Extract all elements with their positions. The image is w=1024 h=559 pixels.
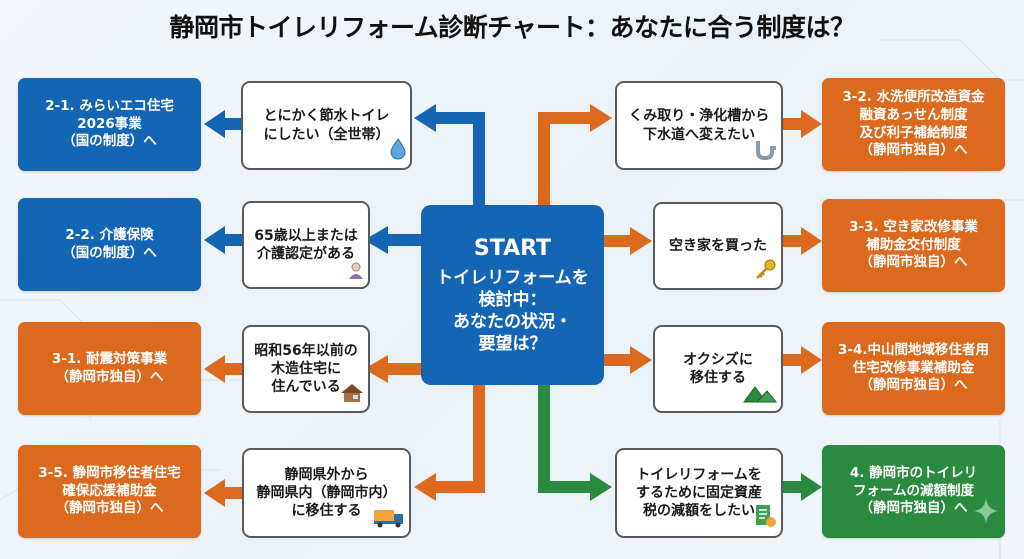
arrow-to-vacant-house (603, 227, 652, 255)
water-drop-icon (390, 120, 406, 165)
arrow-to-tax (538, 385, 612, 501)
condition-text: 空き家を買った (669, 237, 767, 254)
result-4-gengaku[interactable]: 4. 静岡市のトイレリ フォームの減額制度 （静岡市独自）へ (822, 445, 1005, 538)
arrow-to-elderly (364, 226, 425, 254)
result-3-5-ijusha-jutaku[interactable]: 3-5. 静岡市移住者住宅 確保応援補助金 （静岡市独自）へ (18, 445, 201, 538)
condition-text: とにかく節水トイレ にしたい（全世帯） (263, 108, 390, 143)
house-icon (340, 365, 364, 408)
condition-okushizu[interactable]: オクシズに 移住する (653, 325, 783, 413)
result-2-1-mirai-eco[interactable]: 2-1. みらいエコ住宅 2026事業 （国の制度）へ (18, 78, 201, 171)
condition-text: オクシズに 移住する (683, 351, 753, 386)
pipe-icon (755, 122, 777, 165)
result-3-4-chusankan[interactable]: 3-4.中山間地域移住者用 住宅改修事業補助金 （静岡市独自）へ (822, 322, 1005, 415)
condition-text: くみ取り・浄化槽から 下水道へ変えたい (628, 108, 770, 143)
result-text: 4. 静岡市のトイレリ フォームの減額制度 （静岡市独自）へ (849, 465, 978, 517)
result-3-3-akiya-kaishu[interactable]: 3-3. 空き家改修事業 補助金交付制度 （静岡市独自）へ (822, 199, 1005, 292)
arrow-to-r4 (783, 473, 822, 501)
condition-relocation-prefecture[interactable]: 静岡県外から 静岡県内（静岡市内） に移住する (242, 448, 411, 538)
start-question: トイレリフォームを 検討中： あなたの状況・ 要望は？ (436, 268, 589, 355)
key-icon (755, 240, 777, 285)
condition-text: 65歳以上または 介護認定がある (254, 227, 358, 262)
arrow-to-r3-3 (783, 227, 822, 255)
condition-vacant-house[interactable]: 空き家を買った (653, 202, 783, 290)
start-label: START (473, 235, 552, 261)
arrow-to-r3-2 (783, 110, 822, 138)
start-box[interactable]: START トイレリフォームを 検討中： あなたの状況・ 要望は？ (421, 205, 604, 385)
result-2-2-kaigo-hoken[interactable]: 2-2. 介護保険 （国の制度）へ (18, 198, 201, 291)
arrow-to-r3-1 (204, 355, 242, 383)
condition-old-house[interactable]: 昭和56年以前の 木造住宅に 住んでいる (242, 325, 370, 413)
truck-icon (373, 490, 405, 533)
condition-water-saving[interactable]: とにかく節水トイレ にしたい（全世帯） (241, 81, 412, 170)
tax-document-icon (755, 486, 777, 533)
condition-elderly[interactable]: 65歳以上または 介護認定がある (242, 201, 370, 289)
condition-text: 静岡県外から 静岡県内（静岡市内） に移住する (256, 466, 397, 520)
arrow-to-r3-5 (204, 479, 242, 507)
arrow-to-r2-2 (204, 226, 242, 254)
result-3-2-suisen-benjo[interactable]: 3-2. 水洗便所改造資金 融資あっせん制度 及び利子補給制度 （静岡市独自）へ (822, 78, 1005, 171)
sparkle-icon (973, 481, 999, 530)
chart-title: 静岡市トイレリフォーム診断チャート：あなたに合う制度は？ (169, 13, 855, 42)
condition-text: 昭和56年以前の 木造住宅に 住んでいる (254, 342, 358, 396)
arrow-to-relocation (414, 385, 485, 501)
result-3-1-taishin[interactable]: 3-1. 耐震対策事業 （静岡市独自）へ (18, 322, 201, 415)
arrow-to-okushizu (603, 346, 652, 374)
arrow-to-water-saving (414, 104, 485, 208)
condition-text: トイレリフォームを するために固定資産 税の減額をしたい (636, 466, 762, 520)
elderly-person-icon (348, 243, 364, 284)
condition-tax-reduction[interactable]: トイレリフォームを するために固定資産 税の減額をしたい (615, 448, 783, 538)
arrow-to-old-house (364, 355, 425, 383)
mountain-icon (743, 365, 778, 408)
arrow-to-sewer (538, 104, 612, 208)
condition-sewer[interactable]: くみ取り・浄化槽から 下水道へ変えたい (615, 81, 783, 170)
arrow-to-r2-1 (204, 110, 242, 138)
arrow-to-r3-4 (783, 346, 822, 374)
